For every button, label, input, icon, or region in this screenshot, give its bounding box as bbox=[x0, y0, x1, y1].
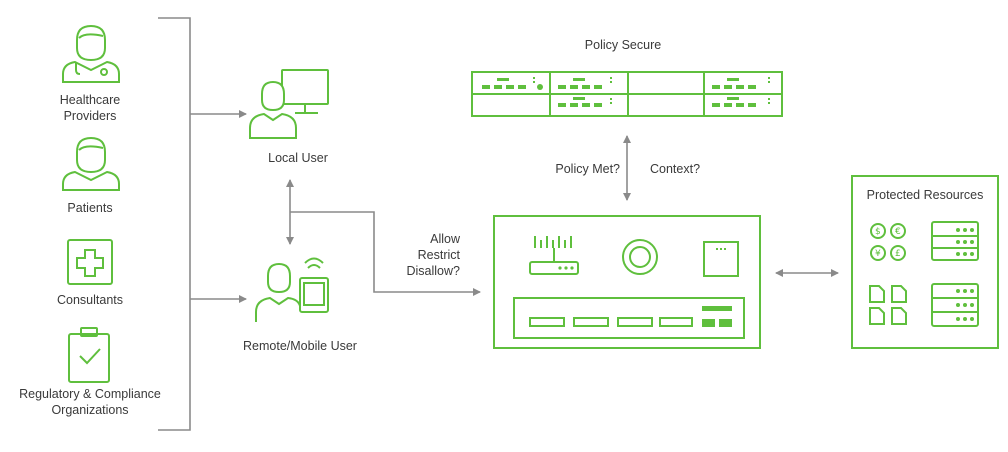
medical-cross-icon bbox=[67, 239, 113, 285]
svg-text:¥: ¥ bbox=[875, 249, 881, 259]
desktop-user-icon bbox=[249, 69, 329, 139]
policy-met-label: Policy Met? bbox=[555, 162, 620, 176]
context-label: Context? bbox=[650, 162, 701, 176]
patient-icon bbox=[62, 136, 120, 191]
policy-secure-appliance bbox=[471, 71, 783, 117]
local-user-label: Local User bbox=[268, 151, 328, 165]
protected-resources-box bbox=[851, 175, 999, 349]
actor-bracket bbox=[158, 17, 247, 431]
network-enforcement-device bbox=[493, 215, 761, 349]
svg-text:$: $ bbox=[875, 227, 881, 237]
policy-secure-label: Policy Secure bbox=[584, 38, 662, 52]
user-connector-lines bbox=[286, 179, 481, 296]
svg-text:€: € bbox=[895, 227, 901, 237]
patients-label: Patients bbox=[67, 201, 113, 215]
protected-resources-label: Protected Resources bbox=[866, 188, 984, 202]
clipboard-check-icon bbox=[68, 327, 110, 383]
svg-text:£: £ bbox=[895, 249, 901, 259]
healthcare-providers-label: Healthcare Providers bbox=[59, 93, 121, 123]
doctor-icon bbox=[62, 24, 120, 83]
regulatory-label: Regulatory & Compliance Organizations bbox=[19, 387, 161, 417]
decision-allow: Allow bbox=[430, 232, 460, 246]
remote-user-label: Remote/Mobile User bbox=[243, 339, 357, 353]
decision-restrict: Restrict bbox=[417, 248, 460, 262]
consultants-label: Consultants bbox=[56, 293, 123, 307]
decision-disallow: Disallow? bbox=[406, 264, 461, 278]
currency-icon: $ € ¥ £ bbox=[875, 227, 901, 259]
mobile-user-icon bbox=[255, 257, 329, 322]
